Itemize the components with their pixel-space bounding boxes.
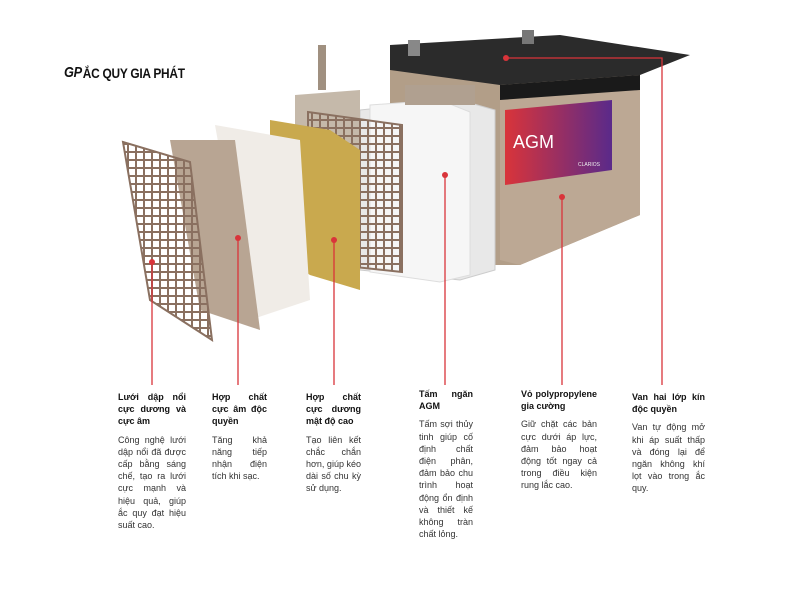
component-description: Tạo liên kết chắc chắn hơn, giúp kéo dài… <box>306 434 361 494</box>
callout-dots <box>149 55 565 265</box>
grid-plate <box>121 140 214 342</box>
component-positive-compound: Hợp chất cực dương mật độ cao Tạo liên k… <box>306 391 361 495</box>
component-agm-separator: Tấm ngăn AGM Tấm sợi thủy tinh giúp cố đ… <box>419 388 473 540</box>
component-title: Vỏ polypropylene gia cường <box>521 389 597 412</box>
component-title: Hợp chất cực âm độc quyền <box>212 392 267 427</box>
component-negative-compound: Hợp chất cực âm độc quyền Tăng khả năng … <box>212 391 267 482</box>
component-description: Van tự động mở khi áp suất thấp và đóng … <box>632 422 705 494</box>
component-title: Tấm ngăn AGM <box>419 389 473 412</box>
component-title: Hợp chất cực dương mật độ cao <box>306 392 361 427</box>
component-valve: Van hai lớp kín độc quyền Van tự động mở… <box>632 391 705 495</box>
agm-brand-text: AGM <box>513 132 554 152</box>
agm-label <box>505 100 612 185</box>
brand-logo: GP ẮC QUY GIA PHÁT <box>64 64 185 81</box>
logo-mark: GP <box>64 64 82 81</box>
component-description: Tăng khả năng tiếp nhận điện tích khi sạ… <box>212 434 267 482</box>
component-description: Tấm sợi thủy tinh giúp cố định chất điện… <box>419 419 473 540</box>
component-grid: Lưới dập nổi cực dương và cực âm Công ng… <box>118 391 186 531</box>
clarios-text: CLARIOS <box>578 162 601 168</box>
component-description: Công nghệ lưới dập nổi đã được cấp bằng … <box>118 434 186 531</box>
component-title: Lưới dập nổi cực dương và cực âm <box>118 392 186 427</box>
component-polypropylene-case: Vỏ polypropylene gia cường Giữ chặt các … <box>521 388 597 492</box>
component-title: Van hai lớp kín độc quyền <box>632 392 705 415</box>
component-description: Giữ chặt các bản cực dưới áp lực, đảm bả… <box>521 419 597 491</box>
logo-text: ẮC QUY GIA PHÁT <box>82 64 185 81</box>
callout-lines <box>151 57 663 385</box>
